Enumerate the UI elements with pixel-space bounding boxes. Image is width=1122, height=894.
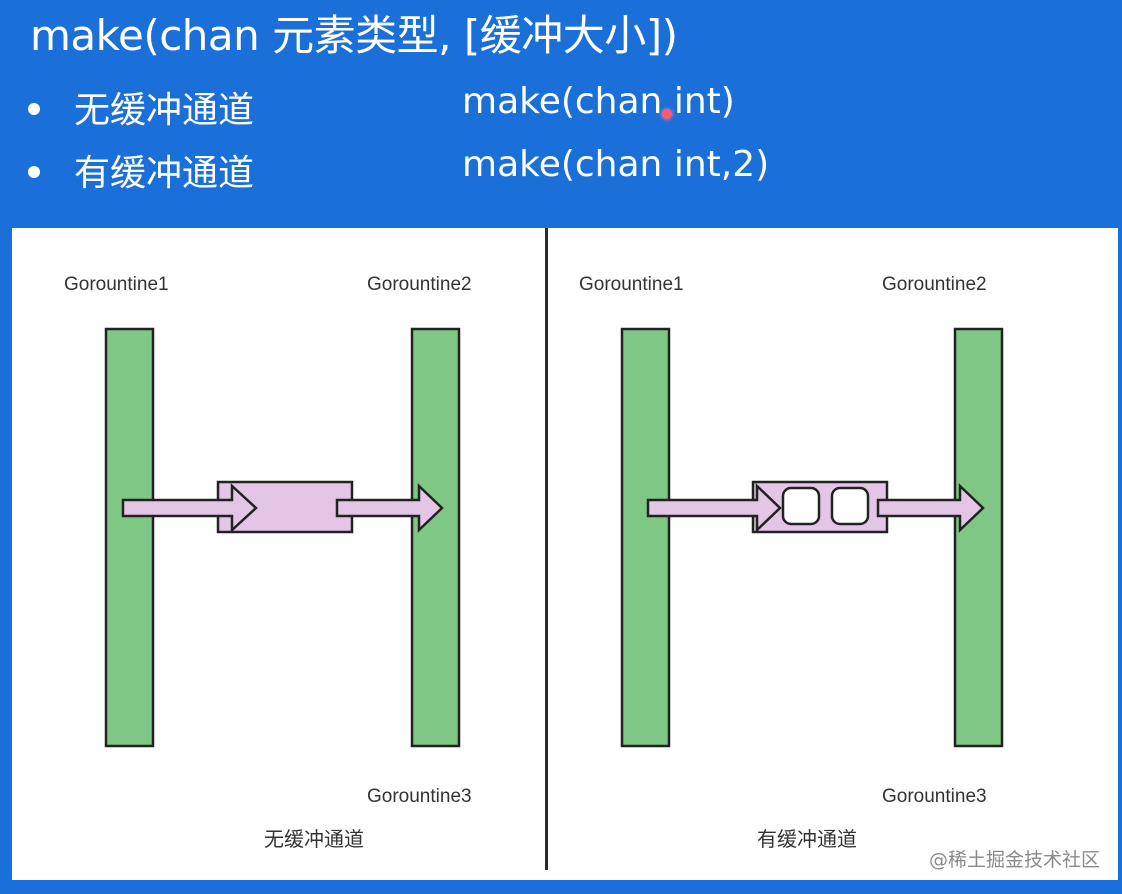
right-caption: 有缓冲通道	[757, 827, 857, 851]
buffered-diagram: Gorountine1 Gorountine2 Gorountine3 有缓冲通…	[579, 274, 1004, 851]
bullet-code: make(chan int,2)	[462, 144, 770, 185]
right-receive-arrow	[876, 483, 985, 533]
left-caption: 无缓冲通道	[264, 827, 364, 851]
right-goroutine3-label: Gorountine3	[882, 786, 987, 807]
channel-diagram: Gorountine1 Gorountine2 Gorountine3 无缓冲通…	[64, 274, 1004, 851]
right-send-arrow	[646, 483, 782, 533]
diagram-panel: Gorountine1 Gorountine2 Gorountine3 无缓冲通…	[12, 228, 1118, 880]
right-goroutine2-bar	[953, 327, 1004, 748]
bullet-label: 无缓冲通道	[74, 90, 255, 131]
laser-pointer-icon	[662, 109, 672, 119]
right-goroutine1-bar	[620, 327, 671, 748]
buffer-slot-1	[781, 486, 821, 526]
unbuffered-diagram: Gorountine1 Gorountine2 Gorountine3 无缓冲通…	[64, 274, 472, 851]
right-goroutine1-label: Gorountine1	[579, 274, 684, 295]
left-goroutine1-label: Gorountine1	[64, 274, 169, 295]
panel-divider	[545, 228, 548, 870]
watermark: @稀土掘金技术社区	[928, 849, 1100, 871]
buffer-slot-2	[830, 486, 870, 526]
bullet-dot-icon	[28, 103, 40, 115]
left-goroutine2-bar	[410, 327, 461, 748]
slide-header: make(chan 元素类型, [缓冲大小]) 无缓冲通道 make(chan …	[0, 0, 1122, 225]
left-goroutine3-label: Gorountine3	[367, 786, 472, 807]
page-title: make(chan 元素类型, [缓冲大小])	[30, 11, 678, 60]
bullet-code: make(chan int)	[462, 81, 735, 122]
right-goroutine2-label: Gorountine2	[882, 274, 987, 295]
left-send-arrow	[121, 483, 258, 533]
bullet-dot-icon	[28, 166, 40, 178]
left-goroutine2-label: Gorountine2	[367, 274, 472, 295]
left-receive-arrow	[335, 483, 444, 533]
left-goroutine1-bar	[104, 327, 155, 748]
bullet-label: 有缓冲通道	[74, 153, 255, 194]
